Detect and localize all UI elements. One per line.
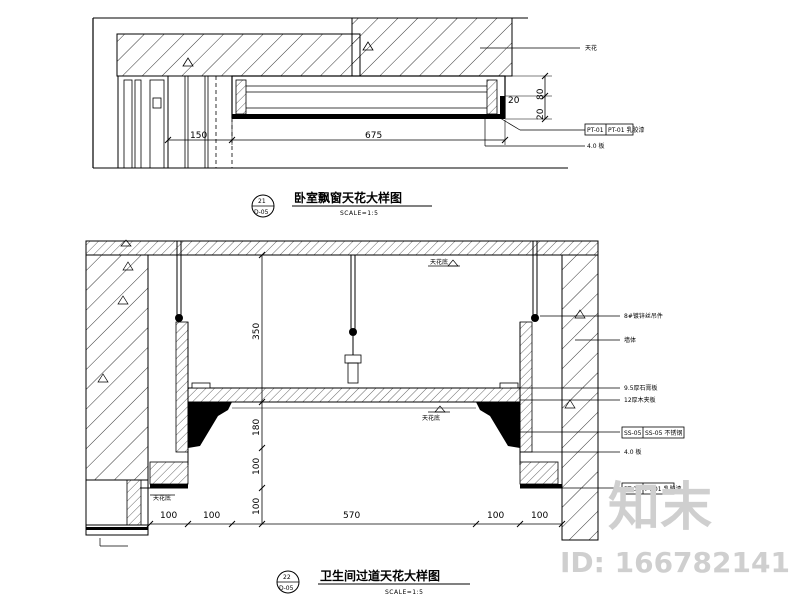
watermark-id: ID: 166782141 (560, 546, 790, 579)
soffit-blocks-22 (140, 461, 562, 489)
label-gypsum: 9.5厚石膏板 (624, 384, 658, 392)
level-mid: 天花底 (422, 414, 440, 422)
dim-v350: 350 (252, 323, 262, 340)
detail-number-22: 22 (283, 574, 291, 581)
label-wall-22: 墙体 (624, 336, 636, 344)
detail-number-21: 21 (258, 198, 266, 205)
window-frame-21 (117, 75, 233, 169)
vertical-dimensions-22: 350 180 100 100 (252, 251, 266, 528)
ceiling-panel-22 (187, 382, 521, 403)
dim-20-right: 20 (536, 108, 546, 120)
dim-80: 80 (536, 88, 546, 100)
dimensions-21: 150 675 80 20 20 (164, 72, 552, 168)
watermark-brand: 知末 (608, 478, 712, 538)
label-pt01: PT-01 乳胶漆 (645, 485, 681, 493)
dim-h100a: 100 (160, 511, 177, 521)
scale-22: SCALE=1:5 (385, 589, 423, 596)
detail-22: 350 180 100 100 100 100 570 100 100 天花底 (85, 239, 685, 596)
level-top: 天花底 (430, 258, 448, 266)
marker-ss05: SS-05 (624, 430, 642, 437)
marker-pt01-22: PT-01 (624, 486, 641, 493)
hangers-22 (175, 241, 539, 384)
scale-21: SCALE=1:5 (340, 210, 378, 217)
dim-h570: 570 (343, 511, 360, 521)
label-hanger: 8#镀锌丝吊件 (624, 312, 663, 320)
sheet-number-22: D-05 (279, 585, 294, 592)
dim-h100b: 100 (203, 511, 220, 521)
label-board: 12厚木夹板 (624, 396, 656, 404)
label-board4: 4.0 板 (624, 448, 641, 456)
ceiling-box-21 (231, 75, 506, 119)
leaders-22: 8#镀锌丝吊件 墙体 9.5厚石膏板 12厚木夹板 SS-05 SS-05 不锈… (510, 312, 685, 495)
title-block-22: 22 D-05 卫生间过道天花大样图 SCALE=1:5 (276, 568, 470, 596)
dim-h100d: 100 (531, 511, 548, 521)
dim-20: 20 (508, 96, 520, 106)
dim-v100b: 100 (252, 498, 262, 515)
detail-21: 150 675 80 20 20 天花 PT-01 PT-01 乳胶漆 4 (92, 17, 644, 218)
dim-h100c: 100 (487, 511, 504, 521)
left-wall-22 (85, 254, 149, 547)
title-22: 卫生间过道天花大样图 (320, 568, 440, 583)
leaders-21: 天花 PT-01 PT-01 乳胶漆 4.0 板 (480, 44, 644, 150)
watermark: 知末 ID: 166782141 (560, 478, 790, 579)
dim-v100a: 100 (252, 458, 262, 475)
level-bottom: 天花底 (153, 494, 171, 502)
label-ss05: SS-05 不锈钢 (645, 429, 682, 437)
cornices-22 (188, 401, 520, 448)
right-wall-22 (561, 254, 599, 541)
horizontal-dimensions-22: 100 100 570 100 100 (146, 511, 566, 528)
sheet-number-21: D-05 (254, 209, 269, 216)
title-21: 卧室飘窗天花大样图 (294, 190, 402, 205)
marker-pt01-21: PT-01 (587, 127, 604, 134)
concrete-slab-21 (116, 17, 513, 77)
dim-v180: 180 (252, 419, 262, 436)
title-block-21: 21 D-05 卧室飘窗天花大样图 SCALE=1:5 (251, 190, 432, 218)
level-markers-22: 天花底 天花底 天花底 (150, 258, 460, 502)
label-board-21: 4.0 板 (587, 142, 604, 150)
label-wall-21: 天花 (585, 44, 597, 52)
dim-150: 150 (190, 131, 207, 141)
dim-675: 675 (365, 131, 382, 141)
label-paint-21: PT-01 乳胶漆 (608, 126, 644, 134)
